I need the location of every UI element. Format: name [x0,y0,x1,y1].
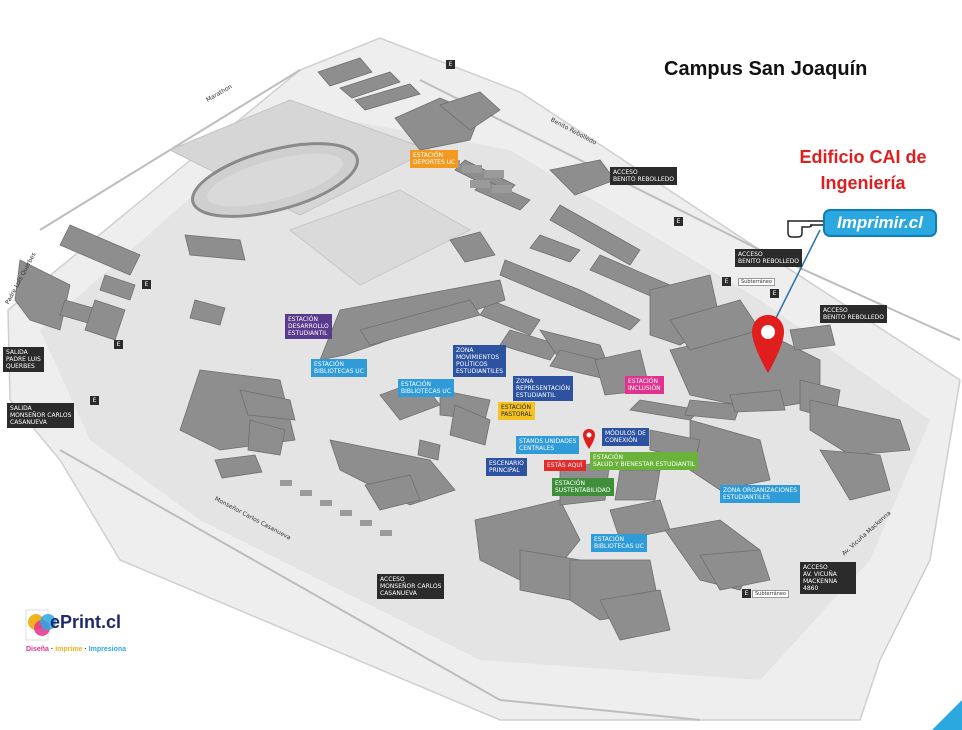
leader-line [764,229,821,341]
sign-subterraneo-1: Subterráneo [738,278,775,286]
label-organizaciones: ZONA ORGANIZACIONES ESTUDIANTILES [720,485,801,503]
label-salud: ESTACIÓN SALUD Y BIENESTAR ESTUDIANTIL [590,452,699,470]
eprint-logo-icon [25,609,56,641]
label-movimientos-politicos: ZONA MOVIMIENTOS POLÍTICOS ESTUDIANTILES [453,345,507,377]
highlight-building-title: Edificio CAI de Ingeniería [778,144,948,196]
you-are-here-pin-icon [583,429,595,449]
label-sustentabilidad: ESTACIÓN SUSTENTABILIDAD [552,478,614,496]
label-modulos: MÓDULOS DE CONEXIÓN [602,428,649,446]
label-acceso-vicuna: ACCESO AV. VICUÑA MACKENNA 4860 [800,562,856,594]
street-line-monsenor [59,449,701,721]
highlight-line-1: Edificio CAI de [799,147,927,167]
entrance-e-badge: E [114,340,123,349]
label-salida-padre: SALIDA PADRE LUIS QUERBES [3,347,44,372]
label-salida-monsenor: SALIDA MONSEÑOR CARLOS CASANUEVA [7,403,75,428]
tagline-word-3: Impresiona [88,646,127,653]
map-pin-icon [752,315,784,373]
imprimir-button[interactable]: Imprimir.cl [823,209,937,237]
buildings [14,57,911,641]
field-2 [288,189,472,286]
label-representacion: ZONA REPRESENTACIÓN ESTUDIANTIL [513,376,573,401]
map-title: Campus San Joaquín [664,58,868,80]
label-desarrollo-estudiantil: ESTACIÓN DESARROLLO ESTUDIANTIL [285,314,332,339]
entrance-e-badge: E [742,589,751,598]
label-estas-aqui: ESTÁS AQUÍ [544,460,586,471]
label-estacion-deportes: ESTACIÓN DEPORTES UC [410,150,459,168]
label-bibliotecas-2: ESTACIÓN BIBLIOTECAS UC [398,379,454,397]
label-pastoral: ESTACIÓN PASTORAL [498,402,535,420]
tagline-sep-2: · [84,646,87,653]
sign-subterraneo-2: Subterráneo [752,590,789,598]
entrance-e-badge: E [674,217,683,226]
entrance-e-badge: E [446,60,455,69]
label-inclusion: ESTACIÓN INCLUSIÓN [625,376,664,394]
track-infield [207,153,343,207]
label-acceso-benito-1: ACCESO BENITO REBOLLEDO [610,167,677,185]
tagline-sep-1: · [50,646,54,653]
label-escenario: ESCENARIO PRINCIPAL [486,458,527,476]
label-acceso-monsenor: ACCESO MONSEÑOR CARLOS CASANUEVA [377,574,445,599]
entrance-e-badge: E [90,396,99,405]
pointing-hand-icon [787,220,825,238]
label-acceso-benito-2: ACCESO BENITO REBOLLEDO [735,249,802,267]
highlight-line-2: Ingeniería [820,173,906,193]
label-acceso-benito-3: ACCESO BENITO REBOLLEDO [820,305,887,323]
entrance-e-badge: E [722,277,731,286]
tagline-word-2: Imprime [55,646,83,653]
eprint-tagline: Diseña · Imprime · Impresiona [26,646,126,653]
entrance-e-badge: E [770,289,779,298]
label-bibliotecas-1: ESTACIÓN BIBLIOTECAS UC [311,359,367,377]
label-stands: STANDS UNIDADES CENTRALES [516,436,580,454]
entrance-e-badge: E [142,280,151,289]
corner-decoration [932,700,962,730]
tagline-word-1: Diseña [26,646,49,653]
label-bibliotecas-3: ESTACIÓN BIBLIOTECAS UC [591,534,647,552]
eprint-logo-name: ePrint.cl [50,612,122,632]
